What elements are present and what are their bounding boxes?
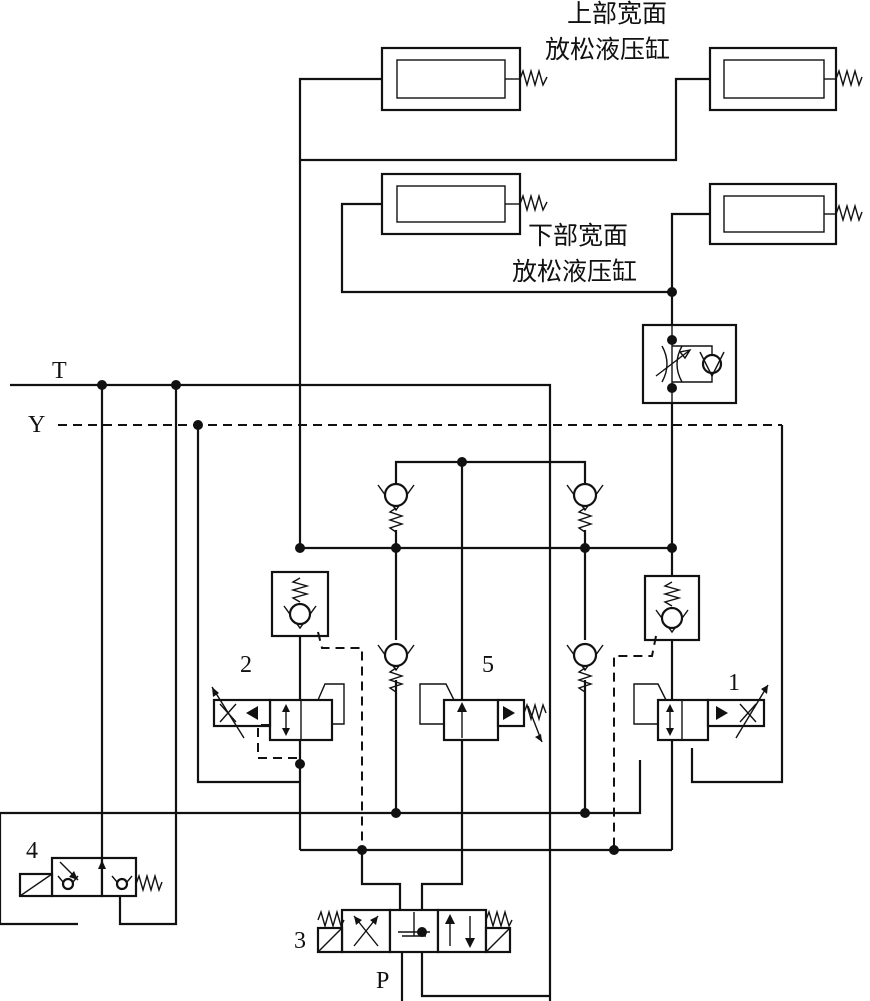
valve-1-label: 1 xyxy=(728,670,740,696)
pilot-drain-line xyxy=(58,424,784,784)
check-valve-bridge xyxy=(300,460,672,880)
solenoid-valve-1 xyxy=(633,683,769,850)
tank-label: T xyxy=(52,358,67,384)
pressure-port-label: P xyxy=(376,968,389,994)
check-valve-mid-left xyxy=(377,642,415,693)
upper-left-cylinder xyxy=(380,46,548,112)
check-valve-top-right xyxy=(566,482,604,533)
tank-line xyxy=(10,383,552,1001)
lower-cylinders-label-1: 下部宽面 xyxy=(528,222,628,250)
valve-2-label: 2 xyxy=(240,652,252,678)
pilot-check-valve-right xyxy=(613,574,701,850)
valve-4 xyxy=(18,856,163,898)
pilot-drain-label: Y xyxy=(28,412,45,438)
pilot-check-valve-left xyxy=(270,570,363,850)
cylinder-piping xyxy=(298,77,710,580)
solenoid-valve-2 xyxy=(211,683,345,850)
lower-cylinders-label-2: 放松液压缸 xyxy=(512,258,637,286)
valve-5-label: 5 xyxy=(482,652,494,678)
valve-3-label: 3 xyxy=(294,928,306,954)
lower-right-cylinder xyxy=(708,182,863,246)
valve-4-label: 4 xyxy=(26,838,38,864)
junction-dots xyxy=(97,287,677,937)
directional-valve-3 xyxy=(316,908,513,1001)
check-valve-mid-right xyxy=(566,642,604,693)
lower-left-cylinder xyxy=(380,172,548,236)
upper-cylinders-label-1: 上部宽面 xyxy=(567,0,667,28)
valve-5 xyxy=(419,683,547,743)
upper-right-cylinder xyxy=(708,46,863,112)
valve-4-piping xyxy=(0,385,642,926)
one-way-throttle-valve xyxy=(641,323,738,405)
upper-cylinders-label-2: 放松液压缸 xyxy=(545,36,670,64)
check-valve-top-left xyxy=(377,482,415,533)
